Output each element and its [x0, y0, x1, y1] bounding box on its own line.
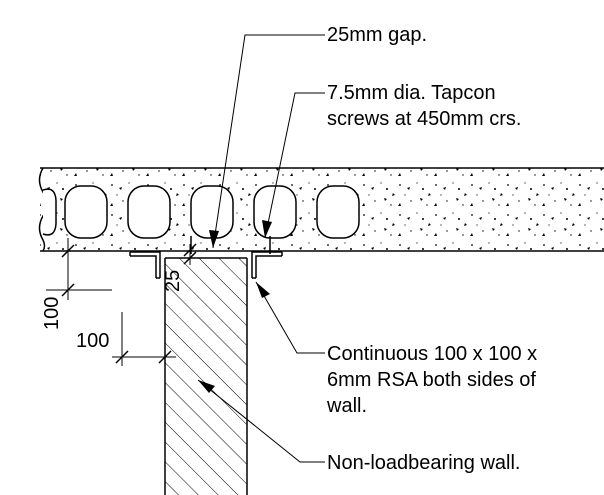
slab-core: [190, 185, 234, 239]
note-rsa-line1: Continuous 100 x 100 x: [327, 343, 538, 365]
slab-core: [253, 185, 297, 239]
note-rsa-line3: wall.: [327, 395, 368, 417]
note-rsa-line2: 6mm RSA both sides of: [327, 369, 536, 391]
note-screws-line1: 7.5mm dia. Tapcon: [327, 82, 496, 104]
slab-core: [316, 185, 360, 239]
leader-rsa: [255, 281, 325, 354]
dimension-gap: [165, 243, 200, 265]
note-gap: 25mm gap.: [327, 24, 428, 46]
dimension-text-wall-offset: 100: [76, 330, 110, 352]
note-screws-line2: screws at 450mm crs.: [327, 108, 522, 130]
dimension-slab-offset: [46, 238, 112, 300]
leader-screws: [262, 92, 325, 239]
leader-wall: [197, 379, 325, 463]
dimension-text-slab-offset: 100: [41, 296, 63, 330]
dimension-wall-offset: [112, 312, 176, 366]
rsa-angle-left: [129, 251, 161, 279]
dimension-text-gap: 25: [162, 269, 184, 292]
non-loadbearing-wall: [164, 257, 248, 495]
slab-core: [64, 185, 108, 239]
note-wall: Non-loadbearing wall.: [327, 452, 521, 474]
hollowcore-slab: [38, 167, 604, 252]
rsa-angle-right: [251, 251, 283, 279]
leader-gap: [209, 34, 325, 249]
slab-core: [127, 185, 171, 239]
